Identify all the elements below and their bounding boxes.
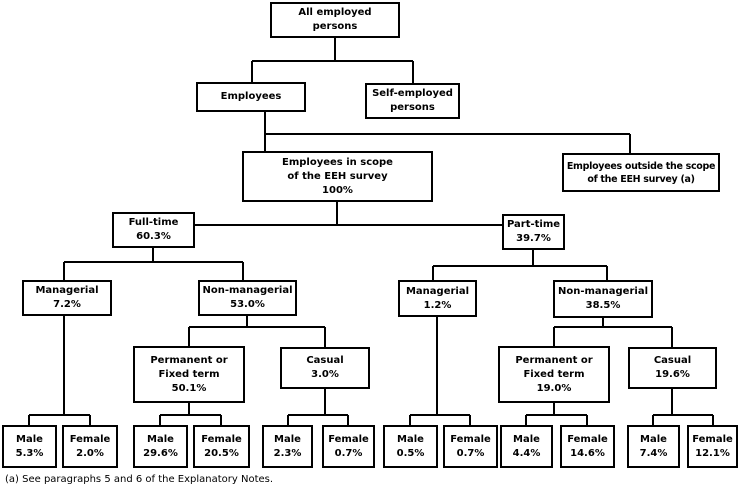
node-label: Casual: [306, 355, 344, 366]
node-label: Female: [201, 433, 242, 445]
node-employees-in-scope: Employees in scope of the EEH survey 100…: [242, 151, 433, 202]
node-label: Male: [274, 433, 301, 445]
node-value: 20.5%: [204, 447, 239, 459]
connector-employees-split: [264, 112, 631, 155]
node-casual-parttime: Casual 19.6%: [628, 347, 717, 389]
node-label: Female: [450, 433, 491, 445]
node-label: All employed persons: [298, 7, 372, 32]
node-value: 7.4%: [639, 447, 668, 459]
node-permanent-fulltime: Permanent or Fixed term 50.1%: [133, 346, 245, 403]
node-value: 5.3%: [15, 447, 44, 459]
node-managerial-fulltime: Managerial 7.2%: [22, 280, 112, 316]
node-casual-fulltime: Casual 3.0%: [280, 347, 370, 389]
connector-all-employed-split: [251, 38, 414, 85]
node-all-employed-persons: All employed persons: [270, 2, 400, 38]
node-value: 0.7%: [456, 447, 485, 459]
node-value: 53.0%: [230, 299, 265, 310]
node-male-ft-casual: Male 2.3%: [262, 425, 313, 468]
node-label: Employees: [220, 91, 282, 102]
node-label: Employees in scope of the EEH survey: [282, 156, 393, 182]
node-label: Permanent or Fixed term: [515, 354, 593, 380]
node-value: 0.5%: [396, 447, 425, 459]
node-value: 14.6%: [570, 447, 605, 459]
node-label: Male: [640, 433, 667, 445]
node-employees: Employees: [196, 82, 306, 112]
node-female-pt-casual: Female 12.1%: [687, 425, 738, 468]
node-female-pt-managerial: Female 0.7%: [443, 425, 498, 468]
node-label: Female: [567, 433, 608, 445]
connector-casual-pt-pair: [652, 389, 714, 427]
node-self-employed-persons: Self-employed persons: [365, 83, 460, 119]
node-label: Employees outside the scope of the EEH s…: [566, 160, 716, 185]
node-label: Managerial: [35, 285, 99, 296]
node-label: Male: [147, 433, 174, 445]
connector-managerial-ft-pair: [28, 316, 91, 427]
connector-managerial-pt-pair: [409, 317, 471, 427]
node-label: Part-time: [506, 219, 561, 230]
node-label: Permanent or Fixed term: [150, 354, 228, 380]
node-value: 2.0%: [76, 447, 104, 459]
node-label: Female: [328, 433, 369, 445]
node-label: Managerial: [405, 285, 470, 297]
node-male-pt-managerial: Male 0.5%: [383, 425, 438, 468]
node-value: 50.1%: [171, 382, 207, 394]
node-label: Male: [397, 433, 424, 445]
node-male-ft-managerial: Male 5.3%: [2, 425, 57, 468]
node-value: 19.0%: [536, 382, 572, 394]
node-label: Casual: [653, 355, 692, 366]
node-permanent-parttime: Permanent or Fixed term 19.0%: [498, 346, 610, 403]
node-value: 12.1%: [695, 447, 730, 459]
node-value: 7.2%: [53, 299, 81, 310]
node-full-time: Full-time 60.3%: [112, 212, 195, 248]
node-label: Full-time: [128, 217, 179, 228]
node-male-pt-casual: Male 7.4%: [627, 425, 680, 468]
node-value: 0.7%: [334, 447, 363, 459]
node-nonmanagerial-fulltime: Non-managerial 53.0%: [198, 280, 297, 316]
node-value: 100%: [322, 184, 353, 196]
connector-casual-ft-pair: [287, 389, 349, 427]
node-value: 1.2%: [423, 299, 452, 311]
connector-permanent-pt-pair: [525, 403, 588, 427]
node-label: Female: [69, 433, 111, 445]
node-employees-outside-scope: Employees outside the scope of the EEH s…: [562, 153, 720, 192]
node-value: 38.5%: [585, 300, 621, 311]
node-label: Male: [513, 433, 540, 445]
connector-parttime-split: [432, 250, 608, 282]
node-value: 60.3%: [136, 231, 171, 242]
connector-permanent-ft-pair: [159, 403, 222, 427]
node-value: 3.0%: [311, 369, 339, 380]
node-part-time: Part-time 39.7%: [502, 214, 565, 250]
node-nonmanagerial-parttime: Non-managerial 38.5%: [553, 280, 653, 318]
connector-nonmanagerial-pt-split: [553, 318, 673, 349]
node-label: Female: [692, 433, 733, 445]
node-male-ft-permanent: Male 29.6%: [133, 425, 188, 468]
node-female-ft-casual: Female 0.7%: [322, 425, 375, 468]
node-label: Self-employed persons: [372, 88, 453, 113]
node-value: 4.4%: [512, 447, 541, 459]
connector-nonmanagerial-ft-split: [188, 316, 326, 349]
node-label: Non-managerial: [557, 286, 649, 297]
connector-inscope-split: [195, 202, 502, 226]
node-female-pt-permanent: Female 14.6%: [560, 425, 615, 468]
node-male-pt-permanent: Male 4.4%: [500, 425, 553, 468]
node-female-ft-managerial: Female 2.0%: [62, 425, 118, 468]
node-female-ft-permanent: Female 20.5%: [193, 425, 250, 468]
footnote: (a) See paragraphs 5 and 6 of the Explan…: [5, 474, 274, 485]
node-managerial-parttime: Managerial 1.2%: [398, 280, 477, 317]
node-value: 19.6%: [655, 369, 690, 380]
node-value: 39.7%: [516, 233, 551, 244]
node-value: 29.6%: [143, 447, 178, 459]
connector-fulltime-split: [63, 248, 244, 282]
node-label: Non-managerial: [202, 285, 293, 296]
node-label: Male: [16, 433, 43, 445]
node-value: 2.3%: [273, 447, 302, 459]
